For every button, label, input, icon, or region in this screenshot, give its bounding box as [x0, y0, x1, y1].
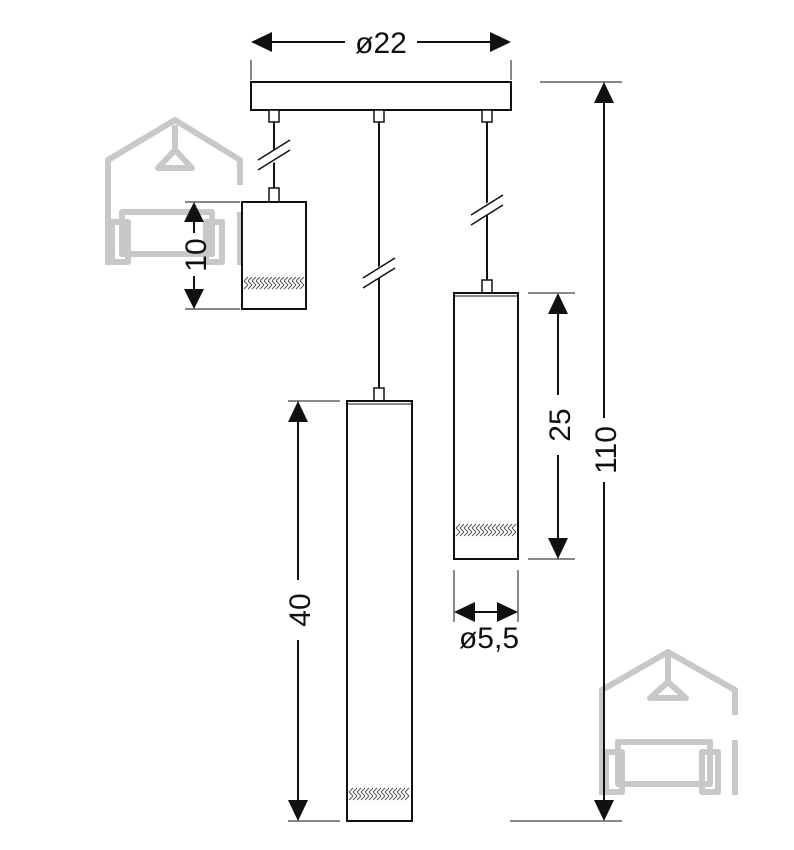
dimension-long-shade-height: 40 — [284, 400, 340, 822]
long-shade-height-label: 40 — [284, 593, 317, 626]
dimension-shade-diameter: ø5,5 — [453, 570, 519, 655]
connector-right — [481, 109, 493, 123]
dimension-canopy-diameter: ø22 — [250, 27, 512, 80]
shade-long — [346, 400, 413, 822]
canopy — [250, 81, 512, 111]
dimension-total-height: 110 — [510, 81, 623, 822]
shade-small — [241, 201, 307, 310]
total-height-label: 110 — [590, 426, 623, 474]
connector-middle — [373, 109, 385, 123]
small-shade-height-label: 10 — [180, 238, 213, 271]
house-sofa-icon — [105, 117, 243, 265]
shade-connector-mid — [481, 279, 493, 295]
house-sofa-icon — [599, 649, 738, 795]
dimension-small-shade-height: 10 — [180, 201, 240, 310]
shade-mid — [453, 292, 519, 560]
shade-diameter-label: ø5,5 — [459, 622, 519, 655]
dimension-mid-shade-height: 25 — [528, 292, 577, 560]
connector-left — [268, 109, 280, 123]
shade-connector-long — [373, 387, 385, 403]
cable-break-marks — [255, 139, 506, 289]
canopy-diameter-label: ø22 — [355, 27, 407, 60]
shade-connector-small — [268, 187, 280, 203]
mid-shade-height-label: 25 — [544, 408, 577, 441]
